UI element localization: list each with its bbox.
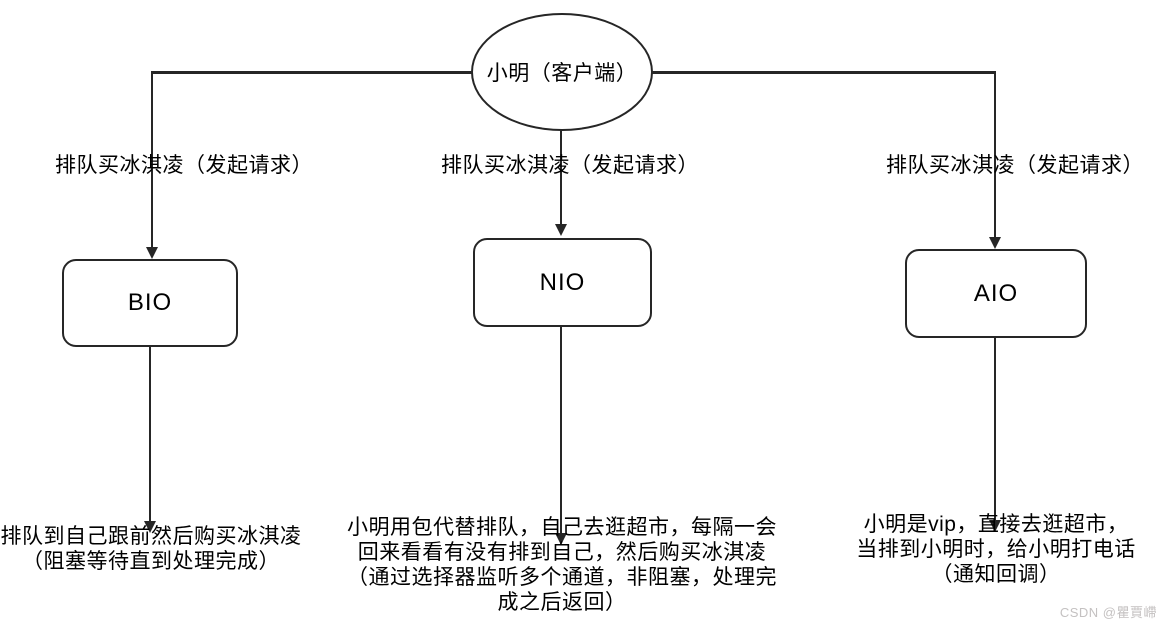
aio-node-label: AIO xyxy=(973,279,1019,307)
nio-result-text: 小明用包代替排队，自己去逛超市，每隔一会 回来看看有没有排到自己，然后购买冰淇凌… xyxy=(347,516,777,614)
connector-top-right-horizontal xyxy=(652,71,996,74)
arrowhead-into-bio-icon xyxy=(146,247,158,259)
connector-top-left-horizontal xyxy=(152,71,472,74)
edge-label-bio: 排队买冰淇凌（发起请求） xyxy=(55,154,313,177)
nio-node-label: NIO xyxy=(539,268,586,296)
connector-aio-to-result xyxy=(994,338,996,521)
csdn-watermark: CSDN @瞿賈嵽 xyxy=(1059,605,1157,620)
arrowhead-into-nio-icon xyxy=(555,224,567,236)
connector-nio-to-result xyxy=(560,327,562,534)
bio-result-text: 排队到自己跟前然后购买冰淇凌 （阻塞等待直到处理完成） xyxy=(0,525,302,573)
nio-node: NIO xyxy=(473,238,652,327)
client-node-label: 小明（客户端） xyxy=(486,62,638,85)
arrowhead-nio-result-icon xyxy=(555,533,567,545)
aio-node: AIO xyxy=(905,249,1087,338)
connector-client-to-aio xyxy=(994,71,996,238)
edge-label-aio: 排队买冰淇凌（发起请求） xyxy=(886,154,1144,177)
arrowhead-aio-result-icon xyxy=(989,520,1001,532)
connector-bio-to-result xyxy=(149,347,151,522)
aio-result-text: 小明是vip，直接去逛超市， 当排到小明时，给小明打电话 （通知回调） xyxy=(856,513,1136,586)
connector-client-to-nio xyxy=(560,130,562,225)
bio-node-label: BIO xyxy=(127,289,173,316)
connector-client-to-bio xyxy=(151,71,153,248)
client-node: 小明（客户端） xyxy=(471,13,653,131)
bio-node: BIO xyxy=(62,259,238,347)
arrowhead-bio-result-icon xyxy=(144,521,156,533)
arrowhead-into-aio-icon xyxy=(989,237,1001,249)
edge-label-nio: 排队买冰淇凌（发起请求） xyxy=(441,154,699,177)
